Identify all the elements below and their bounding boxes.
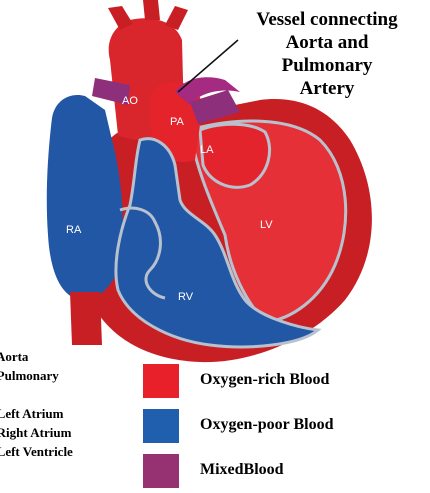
- label-lv: LV: [260, 219, 273, 231]
- callout-line: Aorta and: [222, 31, 430, 54]
- legend-label: Oxygen-poor Blood: [200, 415, 334, 435]
- label-rv: RV: [178, 291, 194, 303]
- abbreviation-list: = Aorta = Pulmonary y = Left Atrium = Ri…: [0, 347, 126, 461]
- callout-line: Pulmonary: [222, 54, 430, 77]
- legend-label: MixedBlood: [200, 460, 284, 480]
- callout-line: Vessel connecting: [222, 8, 430, 31]
- abbreviation-item: = Left Atrium: [0, 404, 126, 423]
- legend-item-oxygen-rich: Oxygen-rich Blood: [143, 364, 430, 398]
- inferior-vena-cava: [70, 292, 102, 345]
- right-atrium: [47, 95, 123, 300]
- label-ao: AO: [122, 95, 138, 107]
- abbreviation-item: = Left Ventricle: [0, 442, 126, 461]
- legend-item-oxygen-poor: Oxygen-poor Blood: [143, 409, 430, 443]
- label-ra: RA: [66, 224, 82, 236]
- abbreviation-item: y: [0, 385, 126, 404]
- label-pa: PA: [170, 116, 185, 128]
- legend-item-mixed: MixedBlood: [143, 454, 430, 488]
- label-la: LA: [200, 144, 214, 156]
- legend-label: Oxygen-rich Blood: [200, 370, 329, 390]
- legend-swatch-purple: [143, 454, 179, 488]
- legend-swatch-blue: [143, 409, 179, 443]
- legend-swatch-red: [143, 364, 179, 398]
- vessel-callout: Vessel connecting Aorta and Pulmonary Ar…: [222, 8, 430, 100]
- abbreviation-item: = Right Atrium: [0, 423, 126, 442]
- callout-line: Artery: [222, 77, 430, 100]
- abbreviation-item: = Pulmonary: [0, 366, 126, 385]
- abbreviation-item: = Aorta: [0, 347, 126, 366]
